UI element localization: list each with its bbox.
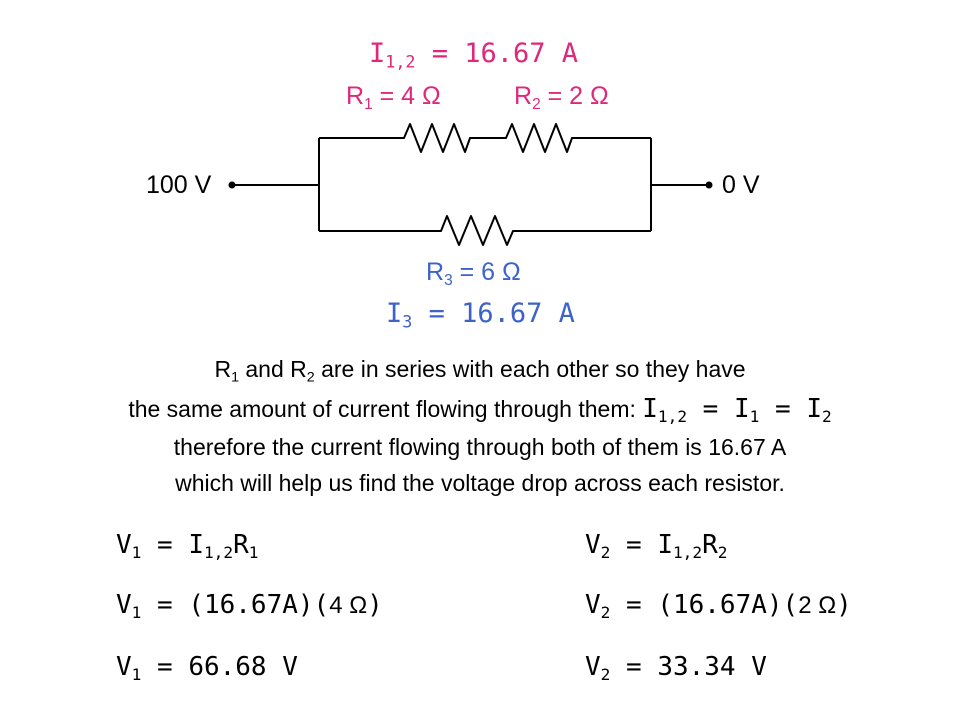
- eq-i2-sub: 2: [821, 407, 832, 427]
- v2-resistance-value: 2 Ω: [798, 592, 837, 619]
- text-r-sub: 1: [231, 369, 239, 386]
- explanation-line-2: the same amount of current flowing throu…: [0, 394, 960, 427]
- r2-value: = 2 Ω: [540, 82, 609, 110]
- v1-sub: 1: [131, 543, 142, 563]
- v1-current-value: = (16.67A)(: [141, 590, 330, 620]
- r3-subscript: 3: [444, 271, 453, 289]
- r2-symbol: R: [514, 82, 533, 110]
- i3-value: = 16.67 A: [412, 298, 575, 329]
- text-series: are in series with each other so they ha…: [314, 356, 746, 382]
- text-and-r: and R: [239, 356, 307, 382]
- v2-symbol: V: [585, 530, 601, 560]
- current-subscript: 1,2: [385, 51, 416, 72]
- eq-i12-sub: 1,2: [657, 407, 688, 427]
- right-terminal-label: 0 V: [722, 171, 760, 199]
- explanation-line-1: R1 and R2 are in series with each other …: [0, 354, 960, 386]
- r1-label: R1 = 4 Ω: [346, 82, 441, 113]
- v2-close-paren: ): [836, 590, 852, 620]
- v2-current-value: = (16.67A)(: [610, 590, 799, 620]
- r1-symbol: R: [346, 82, 365, 110]
- current-symbol: I: [369, 38, 386, 69]
- v1-close-paren: ): [367, 590, 383, 620]
- left-terminal-label: 100 V: [146, 171, 212, 199]
- v2-sub: 2: [600, 603, 611, 623]
- v1-eq-r-sub: 1: [248, 543, 259, 563]
- r3-value: = 6 Ω: [452, 258, 521, 286]
- text-r2-sub: 2: [306, 369, 315, 386]
- v2-symbol: V: [585, 652, 601, 682]
- explanation-line-4: which will help us find the voltage drop…: [175, 470, 785, 496]
- explanation-line-3: therefore the current flowing through bo…: [173, 434, 787, 460]
- v1-substitution: V1 = (16.67A)(4 Ω): [116, 590, 383, 623]
- v1-formula: V1 = I1,2R1: [116, 530, 259, 563]
- v2-sub: 2: [600, 665, 611, 685]
- i3-symbol: I: [386, 298, 403, 329]
- v1-eq-i-sub: 1,2: [203, 543, 234, 563]
- v2-sub: 2: [600, 543, 611, 563]
- v1-symbol: V: [116, 590, 132, 620]
- v2-eq-i-sub: 1,2: [672, 543, 703, 563]
- text-r: R: [214, 356, 232, 382]
- r3-label: R3 = 6 Ω: [426, 258, 521, 289]
- v2-symbol: V: [585, 590, 601, 620]
- eq-i1-sub: 1: [749, 407, 760, 427]
- v1-sub: 1: [131, 603, 142, 623]
- v2-result: V2 = 33.34 V: [585, 652, 767, 685]
- eq-i12: I: [642, 394, 658, 424]
- i3-subscript: 3: [402, 311, 413, 332]
- current-equality-equation: I1,2 = I1 = I2: [642, 394, 832, 427]
- v1-resistance-value: 4 Ω: [329, 592, 368, 619]
- v2-eq-r-sub: 2: [717, 543, 728, 563]
- v1-eq-r: R: [233, 530, 249, 560]
- r2-label: R2 = 2 Ω: [514, 82, 609, 113]
- top-branch-wire: [319, 123, 651, 153]
- r1-subscript: 1: [364, 95, 373, 113]
- r3-symbol: R: [426, 258, 445, 286]
- right-terminal-dot: [705, 181, 713, 189]
- v1-result-value: = 66.68 V: [141, 652, 298, 682]
- v2-eq-r: R: [702, 530, 718, 560]
- bottom-branch-current-label: I3 = 16.67 A: [386, 298, 575, 332]
- v1-symbol: V: [116, 530, 132, 560]
- r1-value: = 4 Ω: [372, 82, 441, 110]
- v2-result-value: = 33.34 V: [610, 652, 767, 682]
- v1-result: V1 = 66.68 V: [116, 652, 298, 685]
- left-terminal-dot: [228, 181, 236, 189]
- v1-eq-i: = I: [141, 530, 204, 560]
- current-value: = 16.67 A: [415, 38, 579, 69]
- top-branch-current-label: I1,2 = 16.67 A: [369, 38, 579, 72]
- text-same-current: the same amount of current flowing throu…: [128, 396, 643, 422]
- r2-subscript: 2: [532, 95, 541, 113]
- v1-sub: 1: [131, 665, 142, 685]
- eq-i1: = I: [687, 394, 750, 424]
- v2-eq-i: = I: [610, 530, 673, 560]
- eq-i2: = I: [759, 394, 822, 424]
- v2-substitution: V2 = (16.67A)(2 Ω): [585, 590, 852, 623]
- bottom-branch-wire: [319, 215, 651, 246]
- v1-symbol: V: [116, 652, 132, 682]
- v2-formula: V2 = I1,2R2: [585, 530, 728, 563]
